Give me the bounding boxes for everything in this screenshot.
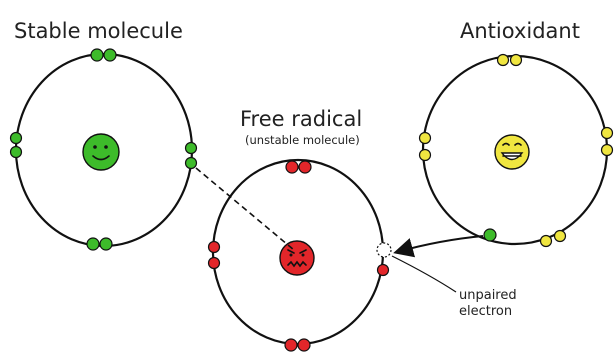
- unpaired-label-line2: electron: [459, 304, 512, 319]
- missing-electron: [377, 243, 391, 257]
- electron: [11, 133, 22, 144]
- stable-molecule: [11, 49, 197, 250]
- antioxidant: [420, 55, 613, 247]
- smile-face-icon: [83, 134, 119, 170]
- electron: [602, 128, 613, 139]
- unpaired-label-line1: unpaired: [459, 288, 517, 303]
- electron: [299, 161, 311, 173]
- electron: [420, 133, 431, 144]
- electron: [541, 236, 552, 247]
- free-radical-label: Free radical: [240, 107, 362, 131]
- donated-electron: [484, 229, 496, 241]
- antioxidant-label: Antioxidant: [460, 19, 580, 43]
- electron: [498, 55, 509, 66]
- electron: [602, 145, 613, 156]
- electron: [511, 55, 522, 66]
- free-radical-sublabel: (unstable molecule): [245, 133, 360, 147]
- electron: [298, 339, 310, 351]
- electron: [87, 238, 99, 250]
- grin-face-icon: [495, 135, 529, 169]
- electron: [186, 143, 197, 154]
- electron: [555, 231, 566, 242]
- electron: [91, 49, 103, 61]
- electron: [420, 150, 431, 161]
- angry-face-icon: [280, 241, 314, 275]
- electron: [378, 265, 389, 276]
- unpaired-pointer-line: [392, 256, 456, 292]
- electron: [285, 339, 297, 351]
- electron: [209, 242, 220, 253]
- electron: [100, 238, 112, 250]
- electron: [209, 258, 220, 269]
- free-radical: [209, 160, 392, 351]
- electron: [104, 49, 116, 61]
- electron: [11, 147, 22, 158]
- donation-arrow: [397, 236, 483, 252]
- electron: [186, 158, 197, 169]
- electron: [286, 161, 298, 173]
- stable-molecule-label: Stable molecule: [14, 19, 183, 43]
